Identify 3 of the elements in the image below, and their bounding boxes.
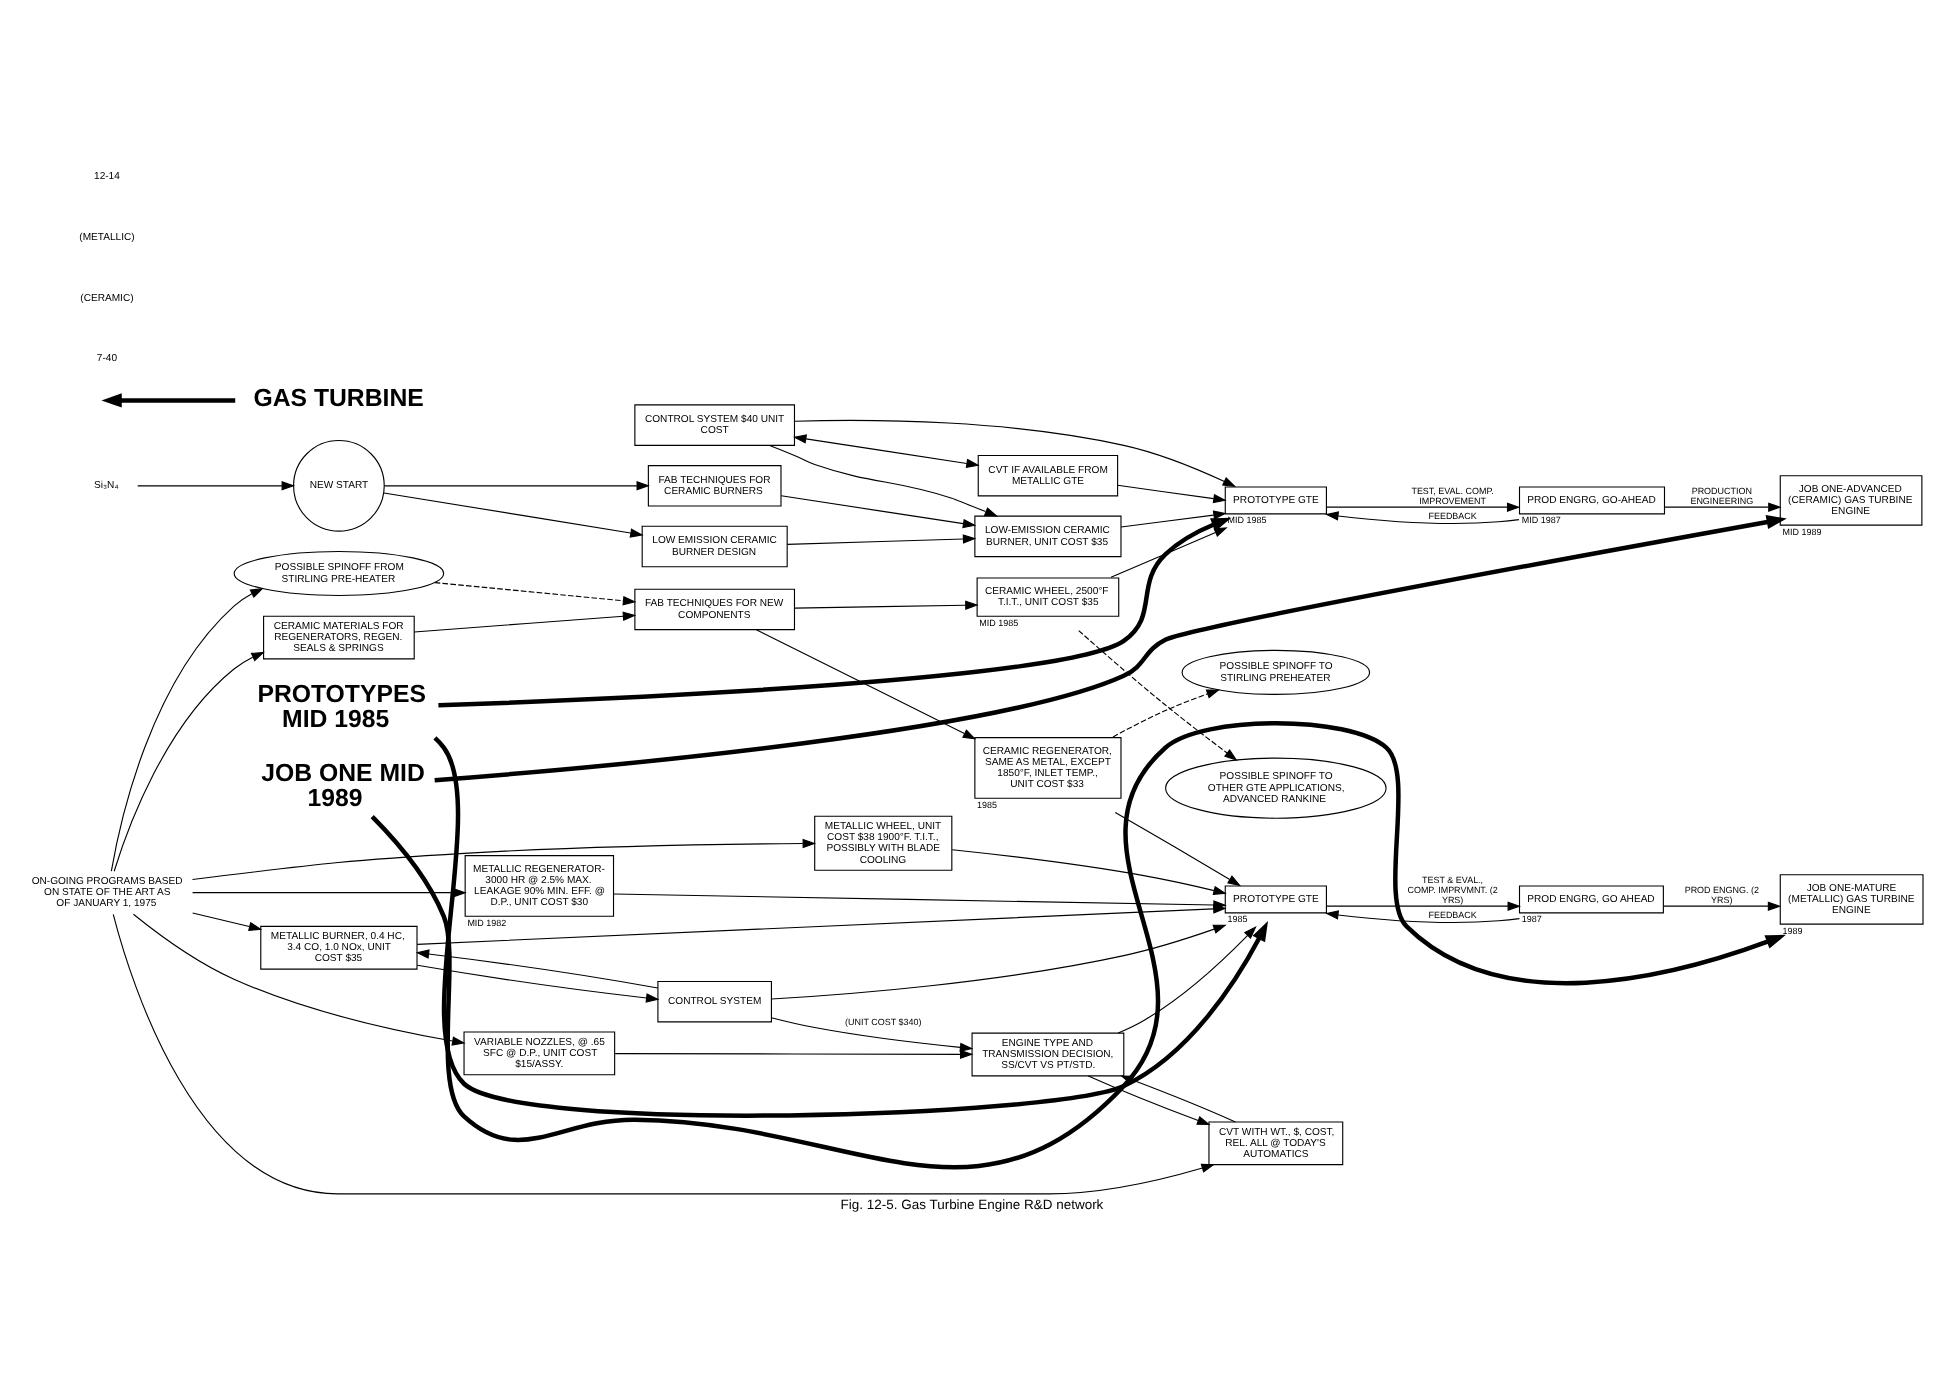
node-text: GAS TURBINE xyxy=(253,383,424,412)
node-text: JOB ONE MID 1989 xyxy=(261,758,425,812)
node-text: PROTOTYPES MID 1985 xyxy=(257,680,426,734)
